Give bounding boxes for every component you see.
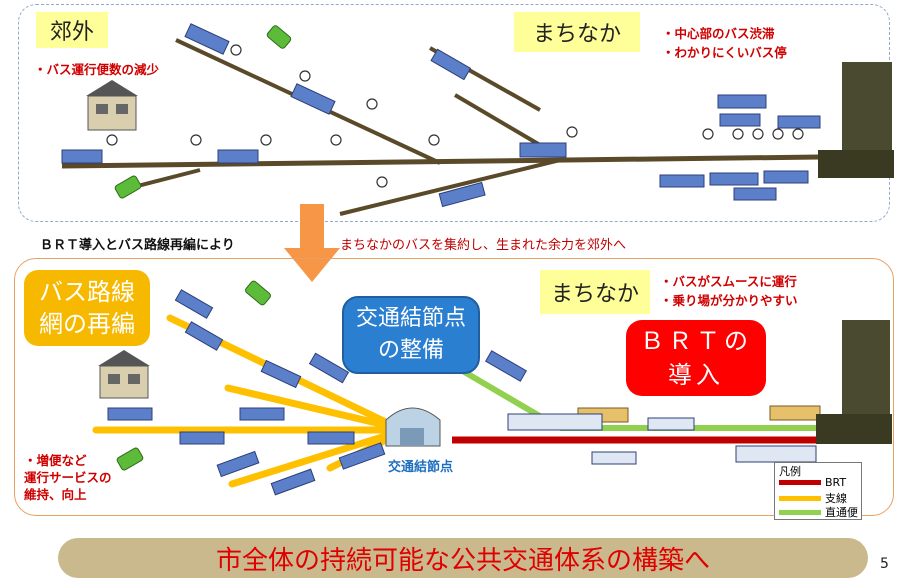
suburb-house-top: [86, 80, 138, 131]
transition-right-text: まちなかのバスを集約し、生まれた余力を郊外へ: [340, 238, 627, 253]
hub-box-line-2: の整備: [377, 338, 444, 363]
legend-label-brt: BRT: [825, 476, 847, 489]
suburb-benefit-note-3: 維持、向上: [24, 487, 87, 502]
city-benefit-note-1: ・バスがスムースに運行: [660, 274, 797, 289]
suburb-benefit-notes: ・増便など 運行サービスの 維持、向上: [24, 452, 112, 503]
top-buses: [61, 23, 821, 208]
legend-item-direct: 直通便: [779, 504, 858, 520]
transition-left-text: ＢＲＴ導入とバス路線再編により: [40, 238, 235, 253]
legend-label-branch: 支線: [825, 492, 847, 505]
suburb-benefit-note-1: ・増便など: [24, 453, 87, 468]
brt-box-line-2: 導入: [668, 361, 724, 389]
legend-swatch-brt: [779, 480, 821, 485]
city-building-top: [818, 62, 894, 178]
legend-swatch-branch: [779, 495, 821, 501]
network-reorg-box: バス路線網の再編: [24, 270, 150, 346]
future-state-panel: [14, 258, 894, 516]
brt-box-line-1: ＢＲＴの: [640, 327, 752, 355]
city-problem-notes: ・中心部のバス渋滞 ・わかりにくいバス停: [662, 24, 787, 62]
legend: 凡例 BRT 支線 直通便: [774, 462, 862, 520]
suburb-problem-note: ・バス運行便数の減少: [34, 62, 160, 77]
city-label-bottom: まちなか: [540, 270, 650, 314]
top-bus-stops: [106, 44, 804, 188]
network-box-line-2: 網の再編: [39, 310, 135, 338]
hub-label: 交通結節点: [388, 460, 454, 475]
city-problem-note-2: ・わかりにくいバス停: [662, 45, 787, 60]
top-road-network: [61, 38, 821, 216]
suburb-label: 郊外: [36, 12, 108, 48]
legend-swatch-direct: [779, 509, 821, 515]
suburb-house-bottom: [98, 350, 150, 399]
city-problem-note-1: ・中心部のバス渋滞: [662, 26, 775, 41]
conclusion-banner: 市全体の持続可能な公共交通体系の構築へ: [58, 538, 868, 578]
hub-development-box: 交通結節点の整備: [342, 296, 480, 374]
transition-arrow: [284, 204, 340, 282]
legend-item-branch: 支線: [779, 490, 847, 506]
bottom-buses: [107, 289, 817, 496]
legend-label-direct: 直通便: [825, 506, 858, 519]
city-benefit-note-2: ・乗り場が分かりやすい: [660, 293, 798, 308]
network-box-line-1: バス路線: [39, 278, 135, 306]
brt-introduction-box: ＢＲＴの導入: [626, 320, 766, 396]
legend-item-brt: BRT: [779, 476, 846, 489]
page-number: 5: [880, 556, 889, 572]
suburb-benefit-note-2: 運行サービスの: [24, 470, 112, 485]
city-benefit-notes: ・バスがスムースに運行 ・乗り場が分かりやすい: [660, 272, 798, 310]
city-label-top: まちなか: [514, 12, 640, 52]
city-building-bottom: [816, 320, 892, 444]
hub-box-line-1: 交通結節点: [355, 306, 466, 331]
legend-title: 凡例: [779, 465, 801, 478]
cars: [114, 25, 292, 471]
hub-terminal: [385, 407, 441, 447]
